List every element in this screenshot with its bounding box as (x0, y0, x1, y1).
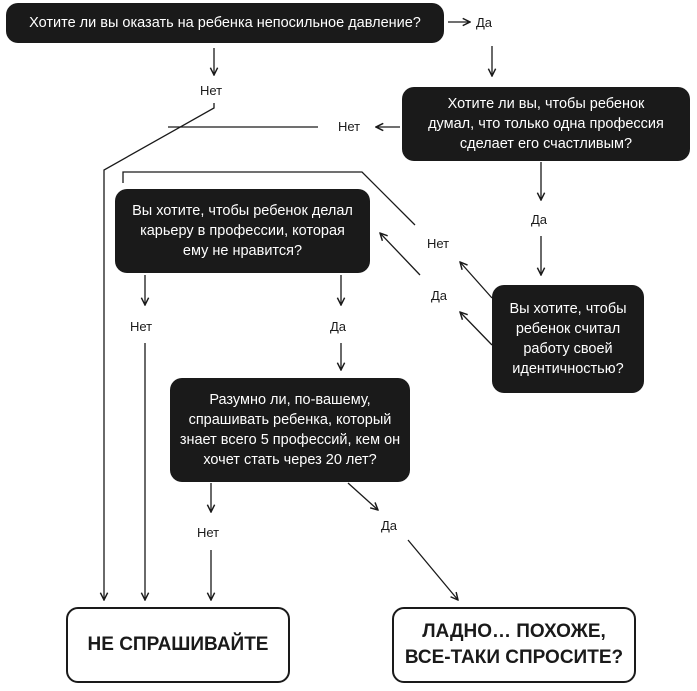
question-work-identity: Вы хотите, чтобы ребенок считал работу с… (492, 285, 644, 393)
arrow-yes-to-q3 (380, 233, 421, 276)
label-q2-no: Нет (338, 119, 361, 134)
question-one-profession: Хотите ли вы, чтобы ребенок думал, что т… (402, 87, 690, 161)
label-q1-yes: Да (476, 15, 493, 30)
label-q4-no: Нет (427, 236, 450, 251)
label-q4-yes: Да (431, 288, 448, 303)
arrow-q5-yes (347, 482, 378, 510)
arrow-yes-to-ask (407, 539, 458, 600)
label-q3-yes: Да (330, 319, 347, 334)
outcome-ask-anyway: ЛАДНО… ПОХОЖЕ, ВСЕ-ТАКИ СПРОСИТЕ? (392, 607, 636, 683)
arrow-q4-yes (460, 312, 493, 346)
question-reasonable-ask: Разумно ли, по-вашему, спрашивать ребенк… (170, 378, 410, 482)
outcome-dont-ask: НЕ СПРАШИВАЙТЕ (66, 607, 290, 683)
label-q5-yes: Да (381, 518, 398, 533)
label-q5-no: Нет (197, 525, 220, 540)
question-career-dislike: Вы хотите, чтобы ребенок делал карьеру в… (115, 189, 370, 273)
arrow-q4-no (460, 262, 493, 299)
question-pressure: Хотите ли вы оказать на ребенка непосиль… (6, 3, 444, 43)
label-q2-yes: Да (531, 212, 548, 227)
line-q1-no-to-outcome (104, 103, 215, 600)
label-q1-no: Нет (200, 83, 223, 98)
label-q3-no: Нет (130, 319, 153, 334)
line-q4-no-path (122, 171, 416, 226)
